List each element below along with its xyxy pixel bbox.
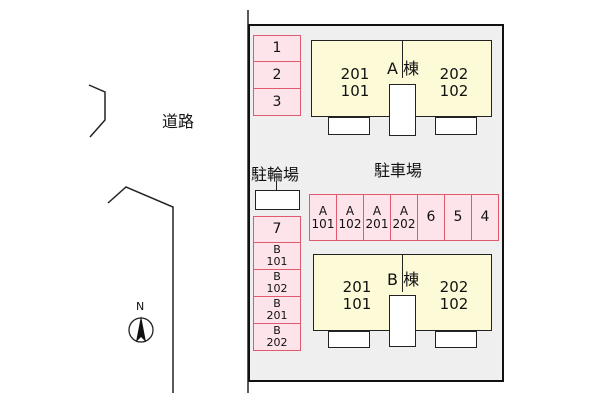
unit-number: 101 bbox=[342, 295, 372, 313]
parking-stall: 2 bbox=[253, 62, 301, 89]
building-a-divider bbox=[402, 40, 403, 78]
bicycle-parking-label: 駐輪場 bbox=[251, 165, 300, 184]
stall-number: 202 bbox=[266, 336, 288, 349]
stall-label: 3 bbox=[272, 93, 282, 110]
stall-label: A bbox=[318, 203, 328, 218]
unit-number: 101 bbox=[340, 82, 370, 100]
stall-number: 101 bbox=[266, 255, 288, 268]
building-a-units-left: 201 101 bbox=[332, 66, 378, 100]
stall-label: 2 bbox=[272, 66, 282, 83]
bicycle-parking-post bbox=[276, 181, 277, 190]
unit-number: 201 bbox=[342, 278, 372, 296]
road-edge-lower-left bbox=[107, 186, 174, 393]
building-a-balcony-right bbox=[435, 117, 477, 135]
unit-number: 102 bbox=[439, 82, 469, 100]
stall-number: 201 bbox=[365, 216, 389, 231]
stall-label: 6 bbox=[426, 209, 436, 226]
building-b-balcony-left bbox=[328, 331, 370, 348]
building-b-stairwell bbox=[389, 295, 416, 347]
building-b-label: B 棟 bbox=[387, 270, 420, 289]
unit-number: 201 bbox=[340, 65, 370, 83]
building-a-label: A 棟 bbox=[387, 59, 420, 78]
road-edge-upper-left bbox=[88, 84, 106, 138]
parking-stall: 7 bbox=[253, 216, 301, 243]
parking-stall: 4 bbox=[472, 194, 499, 241]
building-b-balcony-right bbox=[435, 331, 477, 348]
stall-number: 201 bbox=[266, 309, 288, 322]
stall-label: 1 bbox=[272, 40, 282, 57]
stall-label: 7 bbox=[272, 221, 282, 238]
stall-number: 202 bbox=[392, 216, 416, 231]
parking-stall: 6 bbox=[418, 194, 445, 241]
stall-number: 102 bbox=[266, 282, 288, 295]
parking-stall: 1 bbox=[253, 35, 301, 62]
building-b-divider bbox=[402, 254, 403, 292]
parking-stall: 5 bbox=[445, 194, 472, 241]
north-label: N bbox=[136, 300, 145, 313]
building-a-units-right: 202 102 bbox=[431, 66, 477, 100]
unit-number: 102 bbox=[439, 295, 469, 313]
unit-number: 202 bbox=[439, 278, 469, 296]
stall-label: B bbox=[273, 270, 281, 284]
stall-group-left-top: 1 2 3 bbox=[253, 35, 301, 116]
stall-label: B bbox=[273, 297, 281, 311]
stall-label: A bbox=[345, 203, 355, 218]
stall-number: 102 bbox=[338, 216, 362, 231]
building-a-stairwell bbox=[389, 84, 416, 136]
stall-label: B bbox=[273, 243, 281, 257]
parking-stall: 3 bbox=[253, 89, 301, 116]
bicycle-parking-area bbox=[255, 190, 300, 210]
stall-label: A bbox=[399, 203, 409, 218]
stall-label: 4 bbox=[480, 209, 490, 226]
road-label: 道路 bbox=[162, 112, 195, 131]
stall-label: A bbox=[372, 203, 382, 218]
stall-number: 101 bbox=[311, 216, 335, 231]
compass-icon bbox=[128, 316, 154, 343]
stall-label: B bbox=[273, 324, 281, 338]
building-a-balcony-left bbox=[328, 117, 370, 135]
parking-label: 駐車場 bbox=[374, 161, 423, 180]
building-b-units-left: 201 101 bbox=[334, 279, 380, 313]
stall-label: 5 bbox=[453, 209, 463, 226]
building-b-units-right: 202 102 bbox=[431, 279, 477, 313]
unit-number: 202 bbox=[439, 65, 469, 83]
